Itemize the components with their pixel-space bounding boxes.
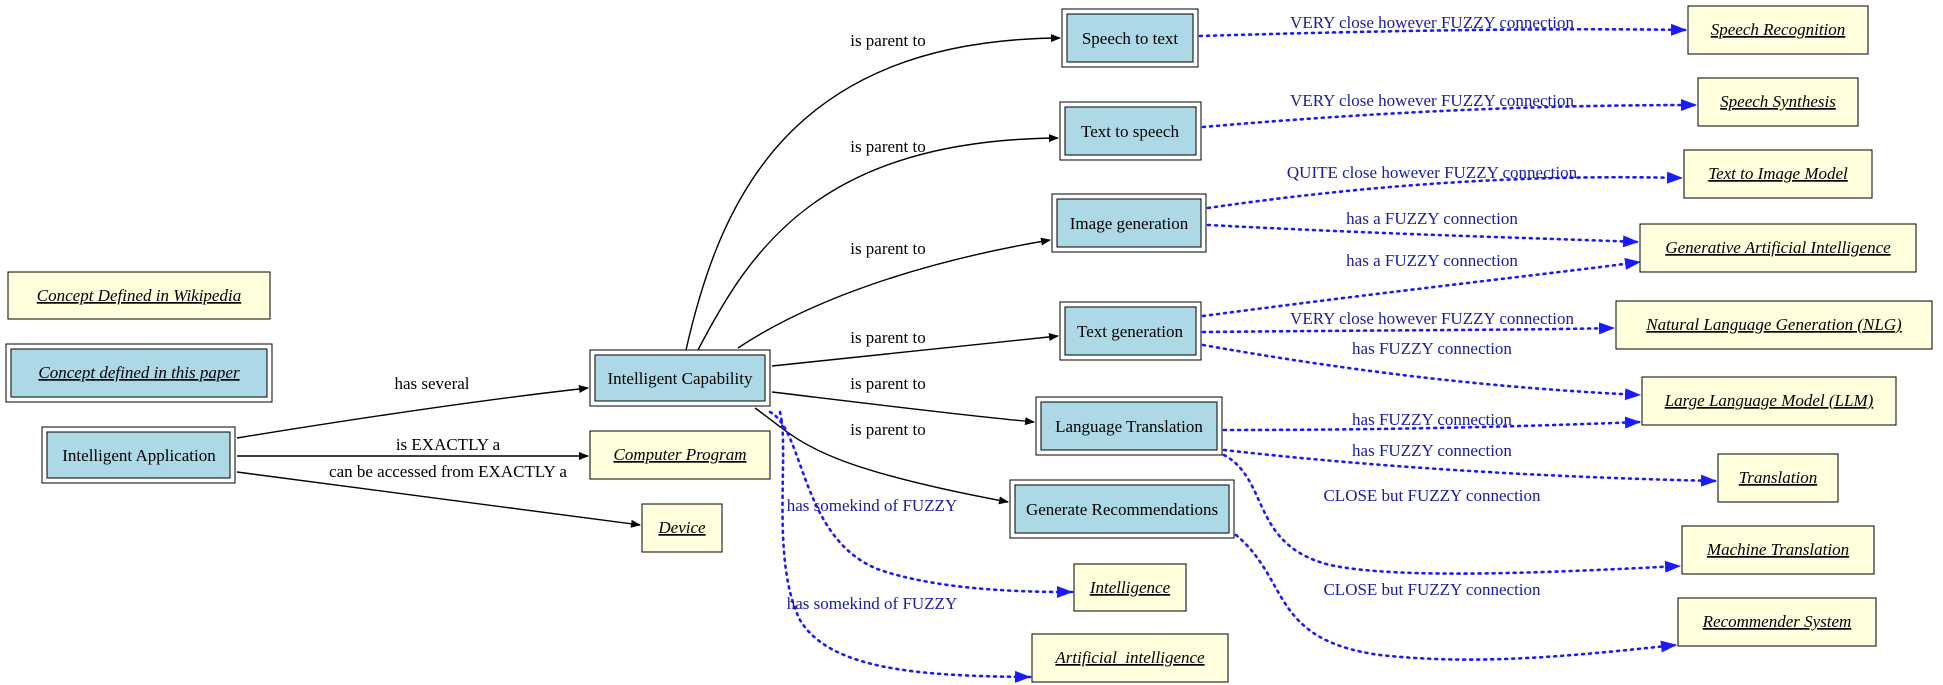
- node-translation-label: Translation: [1739, 468, 1817, 487]
- edge-lt-translation: [1222, 448, 1718, 487]
- edge-rec-recommender-system: [1234, 533, 1678, 661]
- node-recommender-system[interactable]: Recommender System: [1677, 597, 1877, 647]
- node-speech-recognition[interactable]: Speech Recognition: [1687, 5, 1869, 55]
- edge-has-several: [236, 385, 589, 439]
- node-speech-synthesis[interactable]: Speech Synthesis: [1697, 77, 1859, 127]
- label-img-generative-ai: has a FUZZY connection: [1346, 209, 1518, 228]
- label-accessed-from: can be accessed from EXACTLY a: [329, 462, 567, 481]
- node-intelligent-capability-label: Intelligent Capability: [608, 369, 753, 388]
- node-speech-to-text-label: Speech to text: [1082, 29, 1179, 48]
- legend-paper-label: Concept defined in this paper: [38, 363, 240, 382]
- node-generative-ai-label: Generative Artificial Intelligence: [1665, 238, 1891, 257]
- edge-parent-speech-to-text: [685, 34, 1061, 351]
- label-parent-language-translation: is parent to: [850, 374, 926, 393]
- node-device[interactable]: Device: [641, 503, 723, 553]
- node-computer-program[interactable]: Computer Program: [589, 430, 771, 480]
- node-speech-to-text[interactable]: Speech to text: [1061, 8, 1199, 68]
- edge-parent-text-generation: [771, 333, 1059, 367]
- edge-txt-generative-ai: [1201, 257, 1642, 318]
- node-text-to-image-model-label: Text to Image Model: [1708, 164, 1848, 183]
- edge-tts-speech-synthesis: [1201, 99, 1698, 129]
- label-stt-speech-recognition: VERY close however FUZZY connection: [1290, 13, 1574, 32]
- edge-fuzzy-artificial-intelligence: [778, 410, 1032, 683]
- edge-parent-language-translation: [771, 391, 1035, 426]
- node-language-translation[interactable]: Language Translation: [1035, 396, 1223, 456]
- node-text-to-speech-label: Text to speech: [1081, 122, 1179, 141]
- edge-parent-text-to-speech: [697, 134, 1059, 351]
- legend-wikipedia-node[interactable]: Concept Defined in Wikipedia: [7, 271, 271, 320]
- edge-img-generative-ai: [1206, 223, 1640, 248]
- node-recommender-system-label: Recommender System: [1702, 612, 1852, 631]
- label-fuzzy-artificial-intelligence: has somekind of FUZZY: [787, 594, 957, 613]
- label-parent-speech-to-text: is parent to: [850, 31, 926, 50]
- node-generate-recommendations[interactable]: Generate Recommendations: [1009, 479, 1235, 539]
- node-intelligence[interactable]: Intelligence: [1073, 563, 1187, 612]
- edge-txt-nlg: [1201, 322, 1616, 335]
- node-text-to-speech[interactable]: Text to speech: [1059, 101, 1202, 161]
- edge-img-text-to-image: [1206, 171, 1684, 210]
- edge-txt-llm: [1201, 343, 1642, 401]
- node-image-generation-label: Image generation: [1070, 214, 1189, 233]
- node-intelligent-application-label: Intelligent Application: [62, 446, 216, 465]
- label-lt-llm: has FUZZY connection: [1352, 410, 1512, 429]
- edge-labels: has several is EXACTLY a can be accessed…: [329, 13, 1578, 613]
- edge-parent-generate-recommendations: [754, 407, 1009, 505]
- node-artificial-intelligence[interactable]: Artificial_intelligence: [1031, 633, 1229, 683]
- node-nlg-label: Natural Language Generation (NLG): [1645, 315, 1902, 334]
- solid-edges: [236, 34, 1061, 528]
- node-text-generation[interactable]: Text generation: [1059, 301, 1202, 361]
- node-device-label: Device: [657, 518, 706, 537]
- nodes: Concept Defined in Wikipedia Concept def…: [5, 5, 1933, 683]
- legend-wikipedia-label: Concept Defined in Wikipedia: [37, 286, 241, 305]
- label-lt-translation: has FUZZY connection: [1352, 441, 1512, 460]
- node-artificial-intelligence-label: Artificial_intelligence: [1054, 648, 1205, 667]
- label-txt-llm: has FUZZY connection: [1352, 339, 1512, 358]
- edge-stt-speech-recognition: [1198, 23, 1688, 38]
- label-parent-image-generation: is parent to: [850, 239, 926, 258]
- node-llm-label: Large Language Model (LLM): [1664, 391, 1874, 410]
- node-speech-synthesis-label: Speech Synthesis: [1720, 92, 1836, 111]
- node-machine-translation-label: Machine Translation: [1706, 540, 1849, 559]
- node-nlg[interactable]: Natural Language Generation (NLG): [1615, 300, 1933, 350]
- legend-paper-node[interactable]: Concept defined in this paper: [5, 343, 273, 403]
- edge-lt-llm: [1222, 416, 1642, 432]
- label-parent-text-generation: is parent to: [850, 328, 926, 347]
- label-img-text-to-image: QUITE close however FUZZY connection: [1287, 163, 1578, 182]
- node-llm[interactable]: Large Language Model (LLM): [1641, 376, 1897, 426]
- label-parent-generate-recommendations: is parent to: [850, 420, 926, 439]
- fuzzy-edges: [768, 23, 1718, 683]
- edge-lt-machine-translation: [1222, 453, 1682, 575]
- node-image-generation[interactable]: Image generation: [1051, 193, 1207, 253]
- node-machine-translation[interactable]: Machine Translation: [1681, 525, 1875, 575]
- node-speech-recognition-label: Speech Recognition: [1711, 20, 1846, 39]
- node-text-to-image-model[interactable]: Text to Image Model: [1683, 149, 1873, 199]
- label-txt-generative-ai: has a FUZZY connection: [1346, 251, 1518, 270]
- edge-parent-image-generation: [737, 237, 1051, 349]
- label-fuzzy-intelligence: has somekind of FUZZY: [787, 496, 957, 515]
- label-parent-text-to-speech: is parent to: [850, 137, 926, 156]
- node-computer-program-label: Computer Program: [613, 445, 746, 464]
- node-translation[interactable]: Translation: [1717, 453, 1839, 503]
- label-txt-nlg: VERY close however FUZZY connection: [1290, 309, 1574, 328]
- node-intelligent-application[interactable]: Intelligent Application: [41, 426, 236, 484]
- edge-fuzzy-intelligence: [768, 410, 1074, 598]
- label-is-exactly-a: is EXACTLY a: [396, 435, 501, 454]
- node-intelligent-capability[interactable]: Intelligent Capability: [589, 349, 771, 407]
- label-tts-speech-synthesis: VERY close however FUZZY connection: [1290, 91, 1574, 110]
- label-has-several: has several: [394, 374, 469, 393]
- node-generate-recommendations-label: Generate Recommendations: [1026, 500, 1218, 519]
- node-generative-ai[interactable]: Generative Artificial Intelligence: [1639, 223, 1917, 273]
- node-text-generation-label: Text generation: [1077, 322, 1183, 341]
- node-intelligence-label: Intelligence: [1089, 578, 1171, 597]
- label-lt-machine-translation: CLOSE but FUZZY connection: [1323, 486, 1541, 505]
- node-language-translation-label: Language Translation: [1055, 417, 1203, 436]
- label-rec-recommender-system: CLOSE but FUZZY connection: [1323, 580, 1541, 599]
